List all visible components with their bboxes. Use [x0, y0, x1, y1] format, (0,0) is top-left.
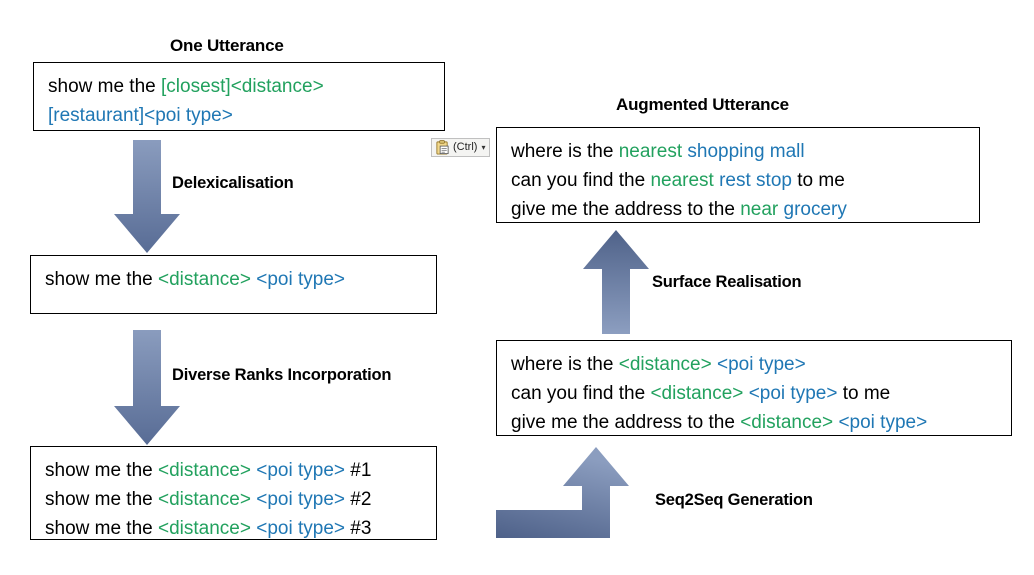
utterance-line: give me the address to the near grocery [511, 195, 979, 224]
text-token: give me the address to the [511, 199, 741, 220]
slot-token-green: <distance> [230, 76, 324, 97]
utterance-line: can you find the <distance> <poi type> t… [511, 379, 1011, 408]
paste-options-label: (Ctrl) [453, 141, 478, 153]
text-token: where is the [511, 141, 619, 162]
utterance-line: show me the <distance> <poi type> #2 [45, 485, 436, 514]
utterance-line: [restaurant]<poi type> [48, 101, 444, 130]
text-token: where is the [511, 354, 619, 375]
slot-token-green: <distance> [158, 460, 251, 481]
text-token: show me the [48, 76, 161, 97]
utterance-line: show me the [closest]<distance> [48, 72, 444, 101]
text-token: #1 [345, 460, 372, 481]
text-token: to me [837, 383, 891, 404]
utterance-line: show me the <distance> <poi type> #1 [45, 456, 436, 485]
box-delexicalised-utterance: show me the <distance> <poi type> [30, 255, 437, 314]
slot-token-blue: <poi type> [748, 383, 838, 404]
text-token: show me the [45, 269, 158, 290]
text-token: can you find the [511, 383, 651, 404]
label-delexicalisation: Delexicalisation [172, 174, 294, 192]
heading-one-utterance: One Utterance [170, 36, 284, 55]
slot-token-blue: shopping mall [687, 141, 805, 162]
slot-token-green: <distance> [618, 354, 712, 375]
label-diverse-ranks: Diverse Ranks Incorporation [172, 366, 392, 384]
slot-token-blue: <poi type> [144, 105, 233, 126]
slot-token-blue: <poi type> [256, 489, 345, 510]
clipboard-paste-icon [435, 140, 450, 155]
arrow-seq2seq-generation [492, 444, 642, 544]
label-surface-realisation: Surface Realisation [652, 273, 802, 291]
chevron-down-icon[interactable]: ▾ [481, 142, 486, 152]
slot-token-green: <distance> [158, 489, 251, 510]
slot-token-blue: <poi type> [838, 412, 928, 433]
slot-token-blue: <poi type> [256, 269, 345, 290]
slot-token-blue: <poi type> [256, 518, 345, 539]
slot-token-blue: grocery [783, 199, 847, 220]
slot-token-green: <distance> [158, 518, 251, 539]
slot-token-blue: [restaurant] [48, 105, 145, 126]
arrow-diverse-ranks [111, 330, 183, 448]
slot-token-green: [closest] [161, 76, 231, 97]
utterance-line: give me the address to the <distance> <p… [511, 408, 1011, 437]
text-token: #2 [345, 489, 372, 510]
arrow-surface-realisation [580, 228, 652, 336]
box-generated-templates: where is the <distance> <poi type>can yo… [496, 340, 1012, 436]
utterance-line: show me the <distance> <poi type> #3 [45, 514, 436, 543]
text-token: #3 [345, 518, 372, 539]
slot-token-green: near [740, 199, 779, 220]
utterance-line: show me the <distance> <poi type> [45, 265, 436, 294]
utterance-line: can you find the nearest rest stop to me [511, 166, 979, 195]
slot-token-green: <distance> [740, 412, 834, 433]
paste-options-button[interactable]: (Ctrl) ▾ [431, 138, 491, 157]
arrow-delexicalisation [111, 140, 183, 256]
slot-token-green: <distance> [158, 269, 251, 290]
text-token: to me [791, 170, 845, 191]
slot-token-blue: <poi type> [716, 354, 806, 375]
label-seq2seq-generation: Seq2Seq Generation [655, 491, 813, 509]
text-token: show me the [45, 518, 158, 539]
utterance-line: where is the <distance> <poi type> [511, 350, 1011, 379]
utterance-line: where is the nearest shopping mall [511, 137, 979, 166]
text-token: show me the [45, 489, 158, 510]
text-token: can you find the [511, 170, 651, 191]
slot-token-green: <distance> [650, 383, 744, 404]
text-token: show me the [45, 460, 158, 481]
box-one-utterance: show me the [closest]<distance>[restaura… [33, 62, 445, 131]
slot-token-blue: rest stop [719, 170, 792, 191]
slot-token-green: nearest [650, 170, 714, 191]
slot-token-green: nearest [618, 141, 683, 162]
heading-augmented-utterance: Augmented Utterance [616, 95, 789, 114]
slot-token-blue: <poi type> [256, 460, 345, 481]
text-token: give me the address to the [511, 412, 741, 433]
